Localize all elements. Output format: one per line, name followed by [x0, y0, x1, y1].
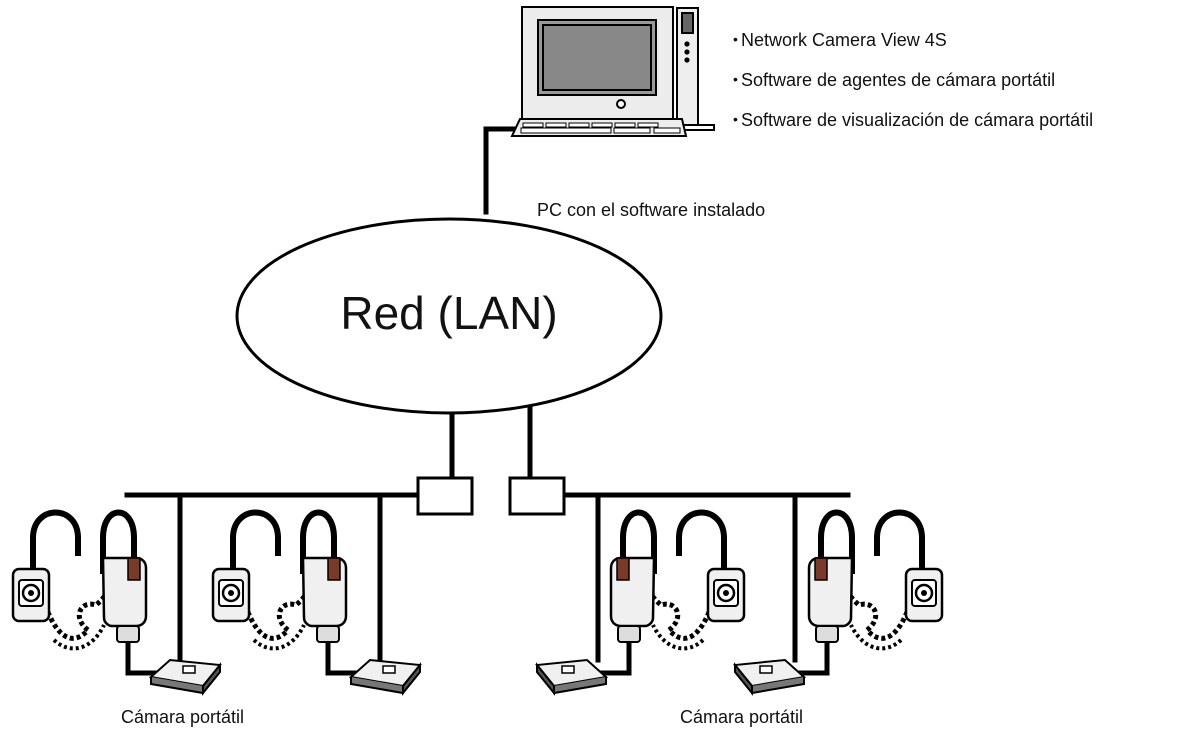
- software-item: Software de agentes de cámara portátil: [733, 67, 1093, 107]
- hub-left: [416, 476, 474, 516]
- software-item: Software de visualización de cámara port…: [733, 107, 1093, 147]
- software-item: Network Camera View 4S: [733, 27, 1093, 67]
- pc-label: PC con el software instalado: [537, 200, 766, 220]
- lan-label: Red (LAN): [340, 287, 558, 339]
- software-list: Network Camera View 4S Software de agent…: [733, 27, 1093, 147]
- wearable-camera-4: [735, 513, 942, 694]
- pc-icon: [510, 6, 715, 137]
- wearable-camera-2: [213, 513, 420, 694]
- wearable-camera-1: [13, 513, 220, 694]
- wearable-camera-3: [537, 513, 744, 694]
- lan-ellipse: [235, 217, 663, 415]
- camera-label-right: Cámara portátil: [680, 707, 804, 727]
- pc-cable: [483, 126, 518, 215]
- camera-label-left: Cámara portátil: [121, 707, 245, 727]
- hub-right: [508, 476, 566, 516]
